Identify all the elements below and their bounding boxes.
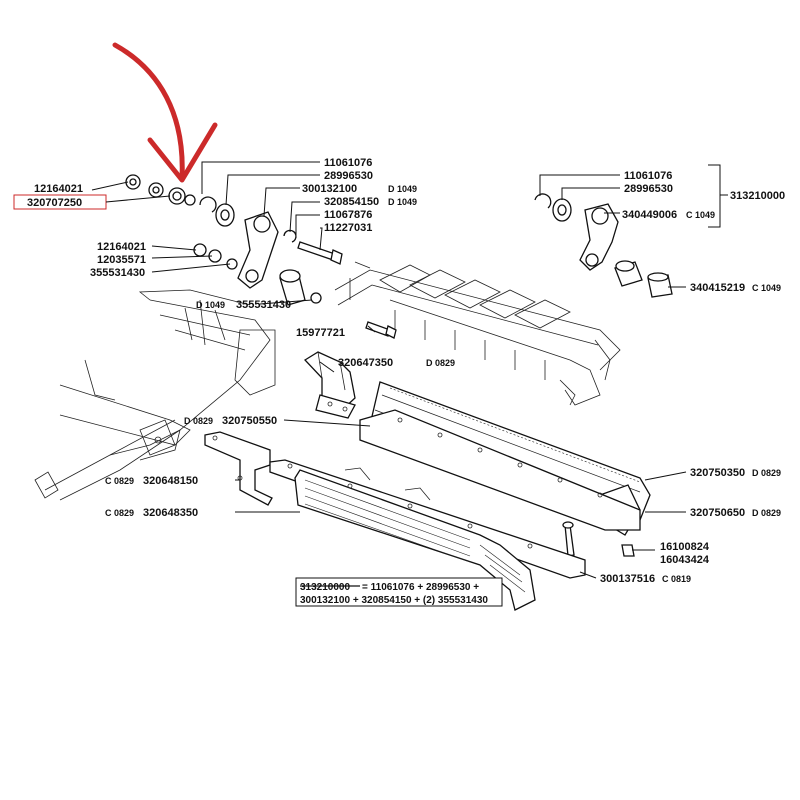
label-12164021-a: 12164021 — [34, 183, 83, 195]
label-11061076-b: 11061076 — [624, 170, 672, 182]
suffix-320647350: D 0829 — [426, 358, 455, 368]
label-28996530-a: 28996530 — [324, 170, 373, 182]
suffix-320750350: D 0829 — [752, 468, 781, 478]
assembly-note: 313210000 = 11061076 + 28996530 + 300132… — [295, 577, 503, 607]
suffix-355531430-b: D 1049 — [196, 300, 225, 310]
suffix-320750550: D 0829 — [184, 416, 213, 426]
label-340449006: 340449006 — [622, 209, 677, 221]
label-355531430-b: 355531430 — [236, 299, 291, 311]
label-320647350: 320647350 — [338, 357, 393, 369]
label-355531430-a: 355531430 — [90, 267, 145, 279]
label-320648350: 320648350 — [143, 507, 198, 519]
label-340415219: 340415219 — [690, 282, 745, 294]
suffix-320854150: D 1049 — [388, 197, 417, 207]
label-16043424: 16043424 — [660, 554, 710, 566]
suffix-320750650: D 0829 — [752, 508, 781, 518]
label-313210000: 313210000 — [730, 190, 785, 202]
label-28996530-b: 28996530 — [624, 183, 673, 195]
long-bar-assembly — [359, 381, 651, 557]
label-15977721: 15977721 — [296, 327, 345, 339]
label-16100824: 16100824 — [660, 541, 710, 553]
part-labels: 12164021 320707250 12164021 12035571 355… — [27, 157, 785, 585]
suffix-320648150: C 0829 — [105, 476, 134, 486]
label-320707250: 320707250 — [27, 197, 82, 209]
note-struck-number: 313210000 — [300, 582, 350, 593]
bracket-320648150 — [204, 431, 273, 506]
suffix-300132100: D 1049 — [388, 184, 417, 194]
label-320750550: 320750550 — [222, 415, 277, 427]
parts-cluster-left — [125, 174, 397, 339]
label-11067876: 11067876 — [324, 209, 372, 221]
frame-drawing-right — [334, 261, 621, 406]
leader-lines — [91, 161, 728, 579]
bracket-320647350 — [303, 351, 356, 419]
skirt-320648350 — [269, 459, 586, 611]
suffix-320648350: C 0829 — [105, 508, 134, 518]
label-12035571: 12035571 — [97, 254, 146, 266]
highlight-arrow — [112, 42, 218, 183]
label-320750350: 320750350 — [690, 467, 745, 479]
suffix-340415219: C 1049 — [752, 283, 781, 293]
note-line-2: 300132100 + 320854150 + (2) 355531430 — [300, 595, 488, 606]
suffix-300137516: C 0819 — [662, 574, 691, 584]
label-11061076-a: 11061076 — [324, 157, 372, 169]
label-320854150: 320854150 — [324, 196, 379, 208]
label-300137516: 300137516 — [600, 573, 655, 585]
label-320750650: 320750650 — [690, 507, 745, 519]
note-line-1: = 11061076 + 28996530 + — [362, 582, 479, 593]
label-11227031: 11227031 — [324, 222, 372, 234]
label-320648150: 320648150 — [143, 475, 198, 487]
label-12164021-b: 12164021 — [97, 241, 146, 253]
frame-drawing-left — [34, 289, 276, 501]
label-300132100: 300132100 — [302, 183, 357, 195]
suffix-340449006: C 1049 — [686, 210, 715, 220]
